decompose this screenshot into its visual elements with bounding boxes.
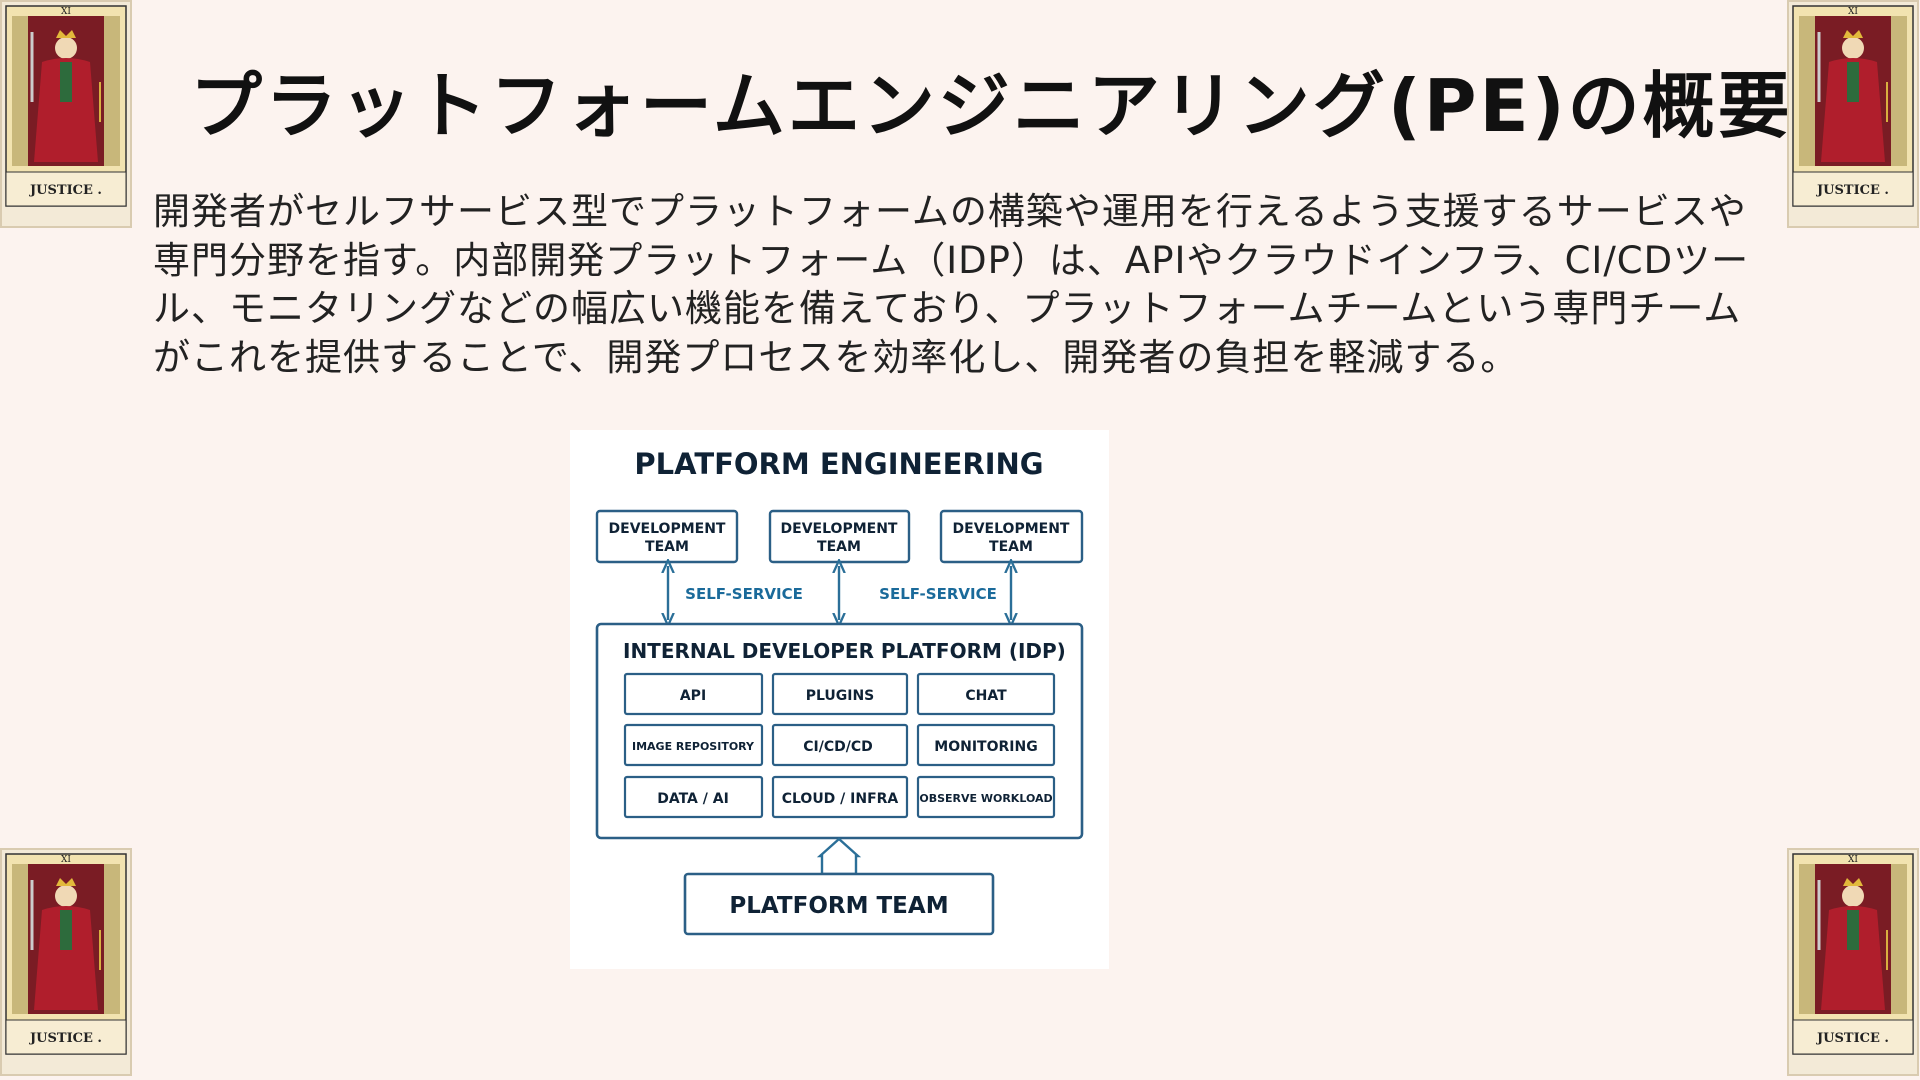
idp-title: INTERNAL DEVELOPER PLATFORM (IDP) bbox=[623, 639, 1066, 663]
svg-text:PLUGINS: PLUGINS bbox=[806, 688, 875, 704]
card-numeral: XI bbox=[61, 855, 71, 865]
card-numeral: XI bbox=[1848, 7, 1858, 17]
dev-team-box-2: DEVELOPMENT TEAM bbox=[768, 509, 911, 564]
platform-team-box: PLATFORM TEAM bbox=[683, 872, 995, 936]
module-api: API bbox=[623, 672, 764, 716]
module-monitoring: MONITORING bbox=[916, 723, 1056, 767]
dev-team-box-1: DEVELOPMENT TEAM bbox=[595, 509, 739, 564]
module-plugins: PLUGINS bbox=[771, 672, 909, 716]
card-numeral: XI bbox=[1848, 855, 1858, 865]
svg-text:API: API bbox=[680, 688, 706, 704]
justice-card-top-right: XI JUSTICE . bbox=[1787, 0, 1919, 228]
slide-title: プラットフォームエンジニアリング(PE)の概要 bbox=[190, 64, 1793, 148]
dev-team-3-line2: TEAM bbox=[989, 539, 1033, 555]
svg-text:CHAT: CHAT bbox=[965, 688, 1007, 704]
justice-card-top-left: XI JUSTICE . bbox=[0, 0, 132, 228]
dev-team-3-line1: DEVELOPMENT bbox=[953, 521, 1070, 537]
svg-text:DATA / AI: DATA / AI bbox=[657, 791, 729, 807]
justice-card-bottom-right: XI JUSTICE . bbox=[1787, 848, 1919, 1076]
self-service-label-1: SELF-SERVICE bbox=[685, 585, 803, 603]
card-caption: JUSTICE . bbox=[29, 183, 102, 198]
module-data-ai: DATA / AI bbox=[623, 775, 764, 819]
card-numeral: XI bbox=[61, 7, 71, 17]
dev-team-box-3: DEVELOPMENT TEAM bbox=[939, 509, 1084, 564]
platform-team-label: PLATFORM TEAM bbox=[729, 893, 948, 919]
svg-text:IMAGE REPOSITORY: IMAGE REPOSITORY bbox=[632, 740, 755, 753]
dev-team-1-line1: DEVELOPMENT bbox=[609, 521, 726, 537]
card-caption: JUSTICE . bbox=[1816, 183, 1889, 198]
dev-team-2-line2: TEAM bbox=[817, 539, 861, 555]
self-service-label-2: SELF-SERVICE bbox=[879, 585, 997, 603]
svg-text:MONITORING: MONITORING bbox=[934, 739, 1037, 755]
justice-card-bottom-left: XI JUSTICE . bbox=[0, 848, 132, 1076]
dev-team-1-line2: TEAM bbox=[645, 539, 689, 555]
svg-text:CLOUD / INFRA: CLOUD / INFRA bbox=[782, 791, 899, 807]
slide-body-text: 開発者がセルフサービス型でプラットフォームの構築や運用を行えるよう支援するサービ… bbox=[153, 190, 1750, 379]
card-caption: JUSTICE . bbox=[1816, 1031, 1889, 1046]
module-chat: CHAT bbox=[916, 672, 1056, 716]
card-caption: JUSTICE . bbox=[29, 1031, 102, 1046]
module-ci-cd-cd: CI/CD/CD bbox=[771, 723, 909, 767]
svg-text:CI/CD/CD: CI/CD/CD bbox=[803, 739, 873, 755]
platform-engineering-diagram: PLATFORM ENGINEERING DEVELOPMENT TEAM DE… bbox=[570, 430, 1109, 969]
module-observe-workload: OBSERVE WORKLOAD bbox=[916, 775, 1056, 819]
module-cloud-infra: CLOUD / INFRA bbox=[771, 775, 909, 819]
svg-text:OBSERVE WORKLOAD: OBSERVE WORKLOAD bbox=[919, 792, 1052, 805]
module-image-repository: IMAGE REPOSITORY bbox=[623, 723, 764, 767]
dev-team-2-line1: DEVELOPMENT bbox=[781, 521, 898, 537]
platform-up-arrow bbox=[816, 837, 862, 876]
diagram-title: PLATFORM ENGINEERING bbox=[634, 447, 1043, 481]
